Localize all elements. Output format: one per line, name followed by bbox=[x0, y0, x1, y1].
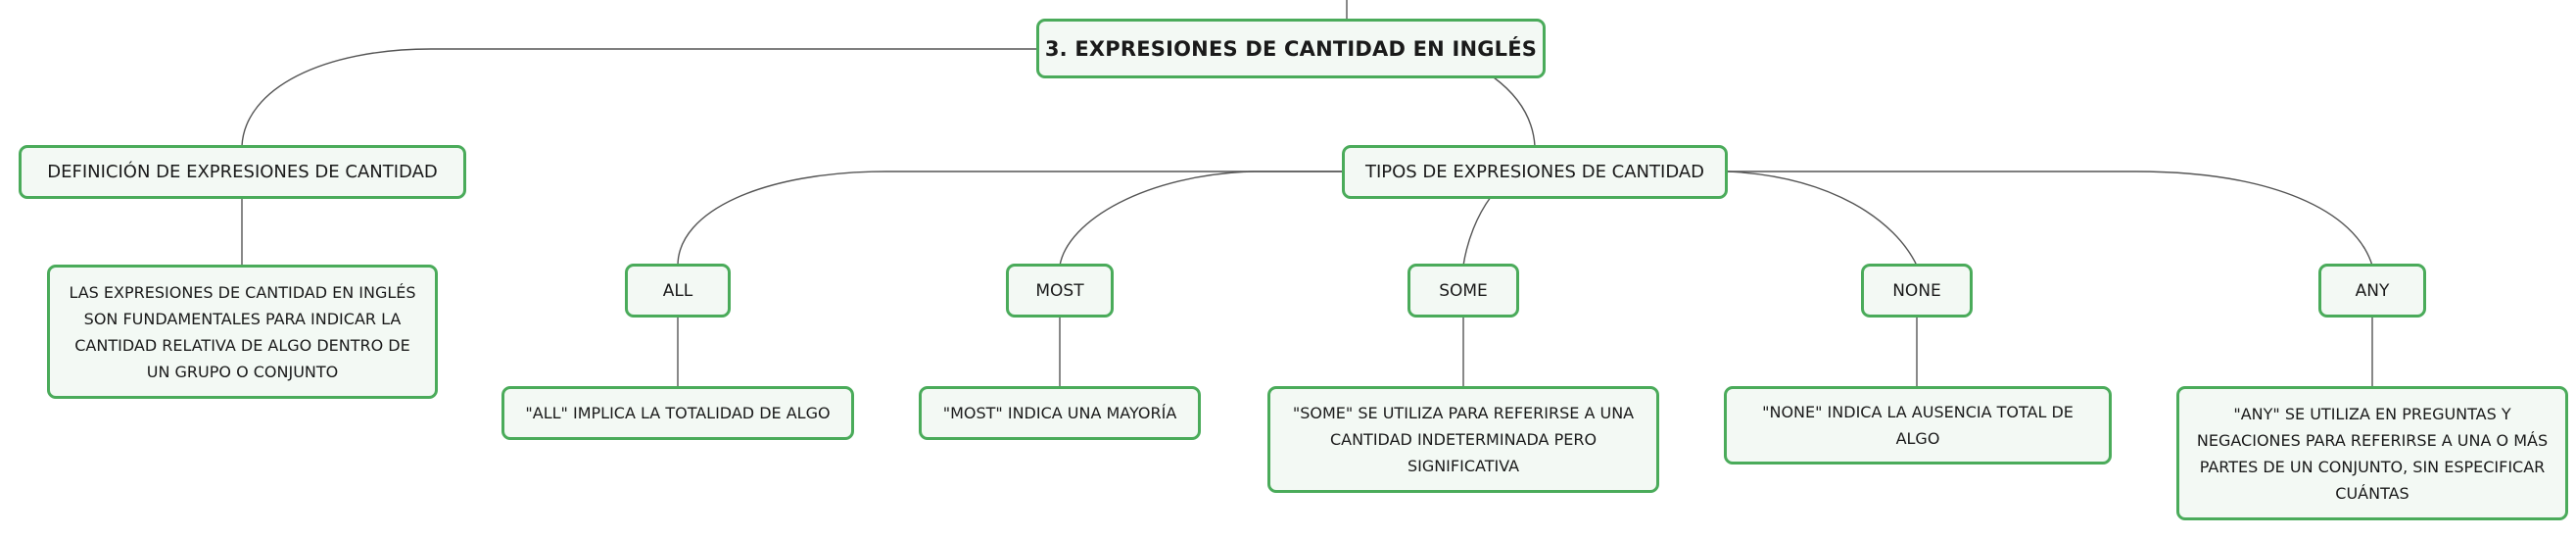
type-detail-text-none: "NONE" INDICA LA AUSENCIA TOTAL DE ALGO bbox=[1762, 403, 2074, 448]
connector-root-to-types bbox=[1493, 76, 1536, 147]
type-label-all: ALL bbox=[662, 280, 693, 301]
connector-root-to-definition bbox=[241, 48, 1036, 147]
type-detail-text-all: "ALL" IMPLICA LA TOTALIDAD DE ALGO bbox=[525, 404, 831, 422]
definition-detail-text: LAS EXPRESIONES DE CANTIDAD EN INGLÉS SO… bbox=[69, 282, 416, 381]
connector-types-to-none bbox=[1727, 171, 1918, 267]
connector-types-to-most bbox=[1059, 171, 1342, 267]
root-topic-label: 3. EXPRESIONES DE CANTIDAD EN INGLÉS bbox=[1044, 36, 1538, 61]
type-detail-text-some: "SOME" SE UTILIZA PARA REFERIRSE A UNA C… bbox=[1292, 404, 1635, 475]
connector-types-to-all bbox=[677, 171, 1342, 267]
root-topic-node[interactable]: 3. EXPRESIONES DE CANTIDAD EN INGLÉS bbox=[1036, 19, 1546, 78]
definition-detail-node[interactable]: LAS EXPRESIONES DE CANTIDAD EN INGLÉS SO… bbox=[47, 265, 438, 399]
types-topic-node[interactable]: TIPOS DE EXPRESIONES DE CANTIDAD bbox=[1342, 145, 1728, 199]
type-detail-node-all[interactable]: "ALL" IMPLICA LA TOTALIDAD DE ALGO bbox=[501, 386, 854, 440]
type-node-some[interactable]: SOME bbox=[1407, 264, 1519, 318]
type-label-none: NONE bbox=[1892, 280, 1941, 301]
connector-types-to-any bbox=[1728, 171, 2373, 267]
type-detail-node-any[interactable]: "ANY" SE UTILIZA EN PREGUNTAS Y NEGACION… bbox=[2176, 386, 2568, 520]
type-node-none[interactable]: NONE bbox=[1861, 264, 1973, 318]
definition-topic-label: DEFINICIÓN DE EXPRESIONES DE CANTIDAD bbox=[47, 162, 438, 182]
type-label-some: SOME bbox=[1439, 280, 1488, 301]
type-node-most[interactable]: MOST bbox=[1006, 264, 1114, 318]
type-label-most: MOST bbox=[1035, 280, 1084, 301]
type-detail-node-most[interactable]: "MOST" INDICA UNA MAYORÍA bbox=[919, 386, 1201, 440]
type-label-any: ANY bbox=[2355, 280, 2390, 301]
connector-types-to-some bbox=[1462, 196, 1492, 267]
type-node-any[interactable]: ANY bbox=[2318, 264, 2426, 318]
type-detail-text-any: "ANY" SE UTILIZA EN PREGUNTAS Y NEGACION… bbox=[2196, 404, 2549, 503]
type-detail-node-none[interactable]: "NONE" INDICA LA AUSENCIA TOTAL DE ALGO bbox=[1724, 386, 2112, 465]
type-node-all[interactable]: ALL bbox=[625, 264, 731, 318]
definition-topic-node[interactable]: DEFINICIÓN DE EXPRESIONES DE CANTIDAD bbox=[19, 145, 466, 199]
types-topic-label: TIPOS DE EXPRESIONES DE CANTIDAD bbox=[1364, 162, 1705, 182]
type-detail-text-most: "MOST" INDICA UNA MAYORÍA bbox=[942, 404, 1177, 422]
type-detail-node-some[interactable]: "SOME" SE UTILIZA PARA REFERIRSE A UNA C… bbox=[1267, 386, 1659, 493]
